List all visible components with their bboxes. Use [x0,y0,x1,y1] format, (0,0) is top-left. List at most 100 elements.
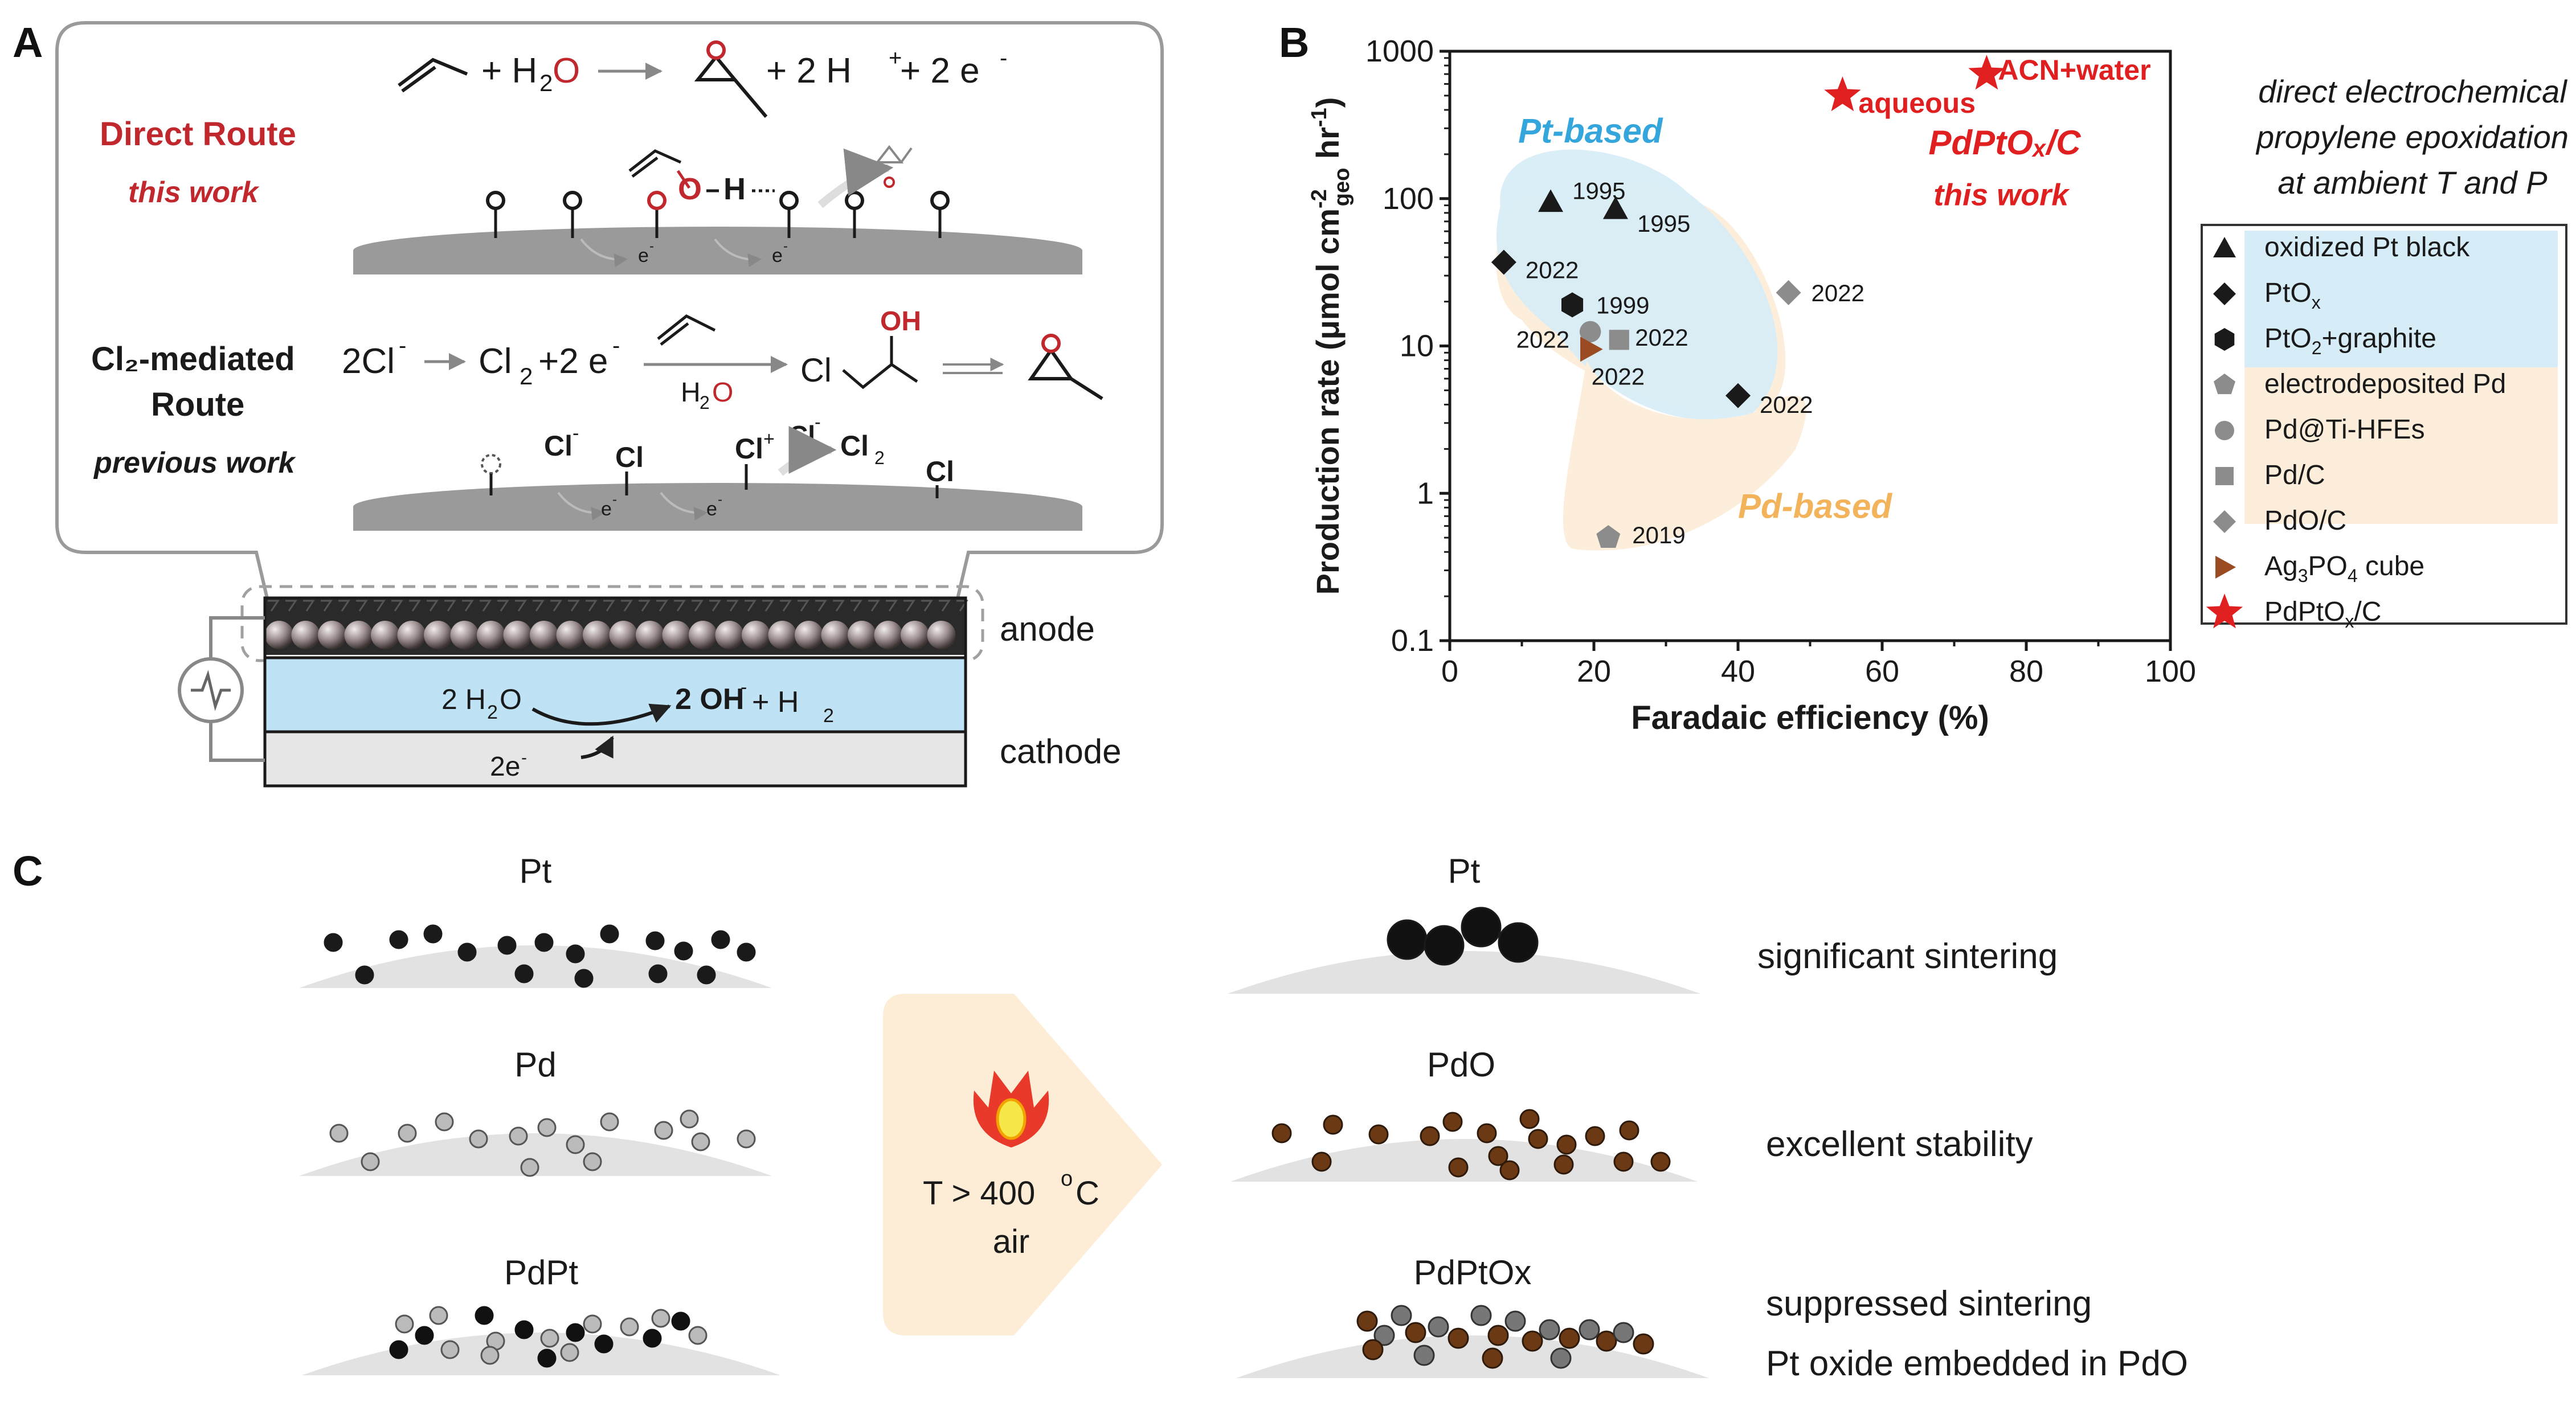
label-pdptox-after: PdPtOx [1414,1253,1532,1292]
nanoparticle [680,1109,699,1129]
svg-text:PtOx: PtOx [2264,278,2321,313]
nanoparticle [1424,925,1465,966]
nanoparticle [1356,1310,1378,1332]
nanoparticle [1391,1305,1412,1326]
nanoparticle [600,1112,619,1132]
adsorbed-oxygen-site [486,191,505,238]
svg-text:-: - [1000,46,1007,71]
svg-text:electrodeposited Pd: electrodeposited Pd [2264,369,2506,399]
nanoparticle [697,965,716,985]
data-label: 2022 [1760,391,1813,418]
nanoparticle [1387,919,1428,960]
note-significant-sintering: significant sintering [1757,937,2058,976]
adsorbed-oxygen-site [930,191,950,238]
data-label: 2022 [1812,280,1864,306]
nanoparticle [1311,1151,1332,1172]
data-point [1725,383,1751,408]
x-tick-label: 100 [2145,654,2196,688]
svg-text:Pd/C: Pd/C [2264,460,2325,490]
anode-particle [450,621,479,649]
svg-text:2: 2 [874,448,885,468]
anode-label: anode [1000,610,1095,648]
data-point [1561,292,1584,318]
anode-particle [371,621,399,649]
nanoparticle [1556,1134,1577,1155]
chart-note-line: direct electrochemical [2258,73,2567,109]
note-pt-oxide-embedded: Pt oxide embedded in PdO [1766,1344,2188,1383]
anode-particle [874,621,903,649]
nanoparticle [1522,1330,1543,1352]
nanoparticle [1539,1319,1560,1341]
data-label: 2022 [1526,256,1579,283]
svg-text:C: C [1076,1175,1099,1212]
data-point [1580,337,1603,362]
treatment-temperature: T > 400 [923,1175,1035,1212]
svg-text:+ 2 H: + 2 H [766,51,852,91]
nanoparticle [711,930,730,949]
nanoparticle [355,965,374,985]
legend-item: electrodeposited Pd [2213,369,2506,399]
nanoparticle [475,1306,494,1325]
nanoparticle [737,1129,756,1149]
y-tick-label: 1000 [1365,34,1434,68]
data-label: 2022 [1635,324,1688,351]
svg-text:Ag3PO4 cube: Ag3PO4 cube [2264,551,2424,586]
this-work-label: PdPtOₓ/C [1929,124,2082,162]
nanoparticle [540,1329,559,1348]
note-excellent-stability: excellent stability [1766,1125,2033,1164]
label-pd-before: Pd [514,1046,556,1084]
svg-text:Cl: Cl [735,433,763,465]
nanoparticle [389,1340,408,1359]
svg-text:e: e [638,245,649,267]
note-suppressed-sintering: suppressed sintering [1766,1284,2092,1323]
anode-particle [530,621,558,649]
svg-text:Cl: Cl [615,441,644,473]
anode-particle [556,621,585,649]
support-mound [1236,1335,1709,1378]
nanoparticle [648,964,668,983]
svg-text:2 H: 2 H [441,683,486,715]
nanoparticle [566,1323,585,1342]
nanoparticle [560,1343,579,1362]
svg-text:2: 2 [539,69,553,96]
nanoparticle [514,964,534,983]
nanoparticle [566,1135,585,1154]
treatment-arrow: T > 400 o C air [883,994,1162,1335]
nanoparticle [514,1320,534,1339]
nanoparticle [415,1326,434,1345]
nanoparticle [1613,1322,1634,1343]
svg-text:-: - [718,492,722,507]
svg-text:Cl: Cl [789,420,815,450]
svg-text:2 OH: 2 OH [675,683,744,716]
x-tick-label: 80 [2009,654,2043,688]
nanoparticle [1487,1325,1509,1346]
svg-text:Pd@Ti-HFEs: Pd@Ti-HFEs [2264,415,2425,445]
cl2-route-title-1: Cl₂-mediated [91,341,295,378]
data-label: 2019 [1632,522,1685,548]
data-point [1491,249,1516,275]
anode-particle [742,621,770,649]
anode-particle [715,621,744,649]
nanoparticle [1596,1330,1617,1352]
anode-particle [291,621,320,649]
data-point [1596,525,1621,548]
legend-item: PdO/C [2213,506,2346,536]
y-tick-label: 100 [1383,182,1434,216]
panel-c-letter: C [13,847,43,895]
svg-text:O: O [500,683,522,715]
nanoparticle [1579,1319,1600,1341]
treatment-atmosphere: air [993,1223,1029,1260]
anode-particle [318,621,346,649]
nanoparticle [1448,1327,1469,1349]
nanoparticle [600,924,619,944]
nanoparticle [594,1334,614,1354]
data-point [1579,321,1601,343]
nanoparticle [537,1118,557,1137]
anode-particle [424,621,452,649]
svg-text:PdO/C: PdO/C [2264,506,2346,536]
anode-particle [848,621,876,649]
nanoparticle [1528,1129,1548,1149]
svg-text:2Cl: 2Cl [342,342,395,381]
svg-text:-: - [741,677,747,698]
